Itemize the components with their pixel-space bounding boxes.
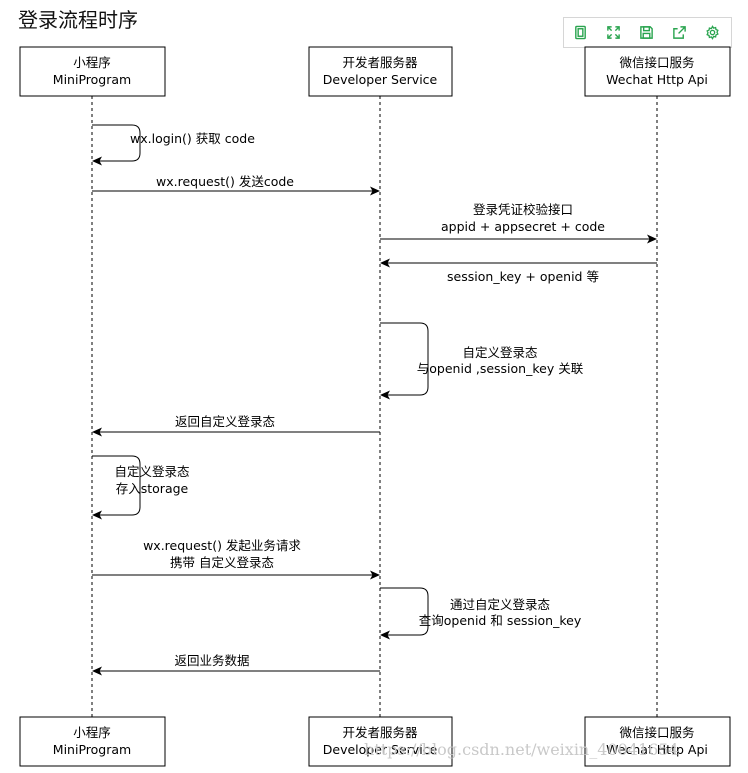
participant-name: 开发者服务器 — [342, 55, 418, 70]
participant-name-en: Developer Service — [323, 72, 438, 87]
message-label: 返回自定义登录态 — [175, 414, 275, 429]
self-message-arrow-storage — [92, 455, 141, 520]
message-label: 携带 自定义登录态 — [170, 555, 274, 570]
message-label: 自定义登录态 — [462, 345, 537, 360]
message-label: wx.request() 发送code — [156, 174, 294, 189]
message-label: 通过自定义登录态 — [450, 597, 550, 612]
message-label: 登录凭证校验接口 — [473, 202, 573, 217]
message-label: wx.request() 发起业务请求 — [143, 538, 301, 553]
message-label: 返回业务数据 — [174, 653, 249, 668]
save-icon — [640, 26, 653, 39]
message-label: 与openid ,session_key 关联 — [417, 361, 584, 376]
settings-button[interactable] — [696, 18, 729, 47]
message-label: session_key + openid 等 — [447, 269, 599, 284]
participant-name-en: Developer Service — [323, 742, 438, 757]
page-icon — [575, 25, 586, 40]
message-label: 存入storage — [116, 481, 189, 496]
participant-wechat-api-top: 微信接口服务 Wechat Http Api — [584, 46, 731, 97]
page-button[interactable] — [564, 18, 597, 47]
self-message-arrow-query — [380, 587, 429, 640]
save-button[interactable] — [630, 18, 663, 47]
page-title: 登录流程时序 — [18, 8, 138, 32]
message-label: 查询openid 和 session_key — [419, 613, 582, 628]
participant-miniprogram-top: 小程序 MiniProgram — [19, 46, 166, 97]
share-icon — [673, 26, 686, 39]
share-button[interactable] — [663, 18, 696, 47]
participant-name: 开发者服务器 — [342, 725, 418, 740]
self-message-arrow-custom-state — [380, 322, 429, 400]
participant-wechat-api-bottom: 微信接口服务 Wechat Http Api — [584, 716, 731, 767]
participant-miniprogram-bottom: 小程序 MiniProgram — [19, 716, 166, 767]
participant-name-en: Wechat Http Api — [606, 742, 708, 757]
participant-developer-service-top: 开发者服务器 Developer Service — [308, 46, 453, 97]
fullscreen-button[interactable] — [597, 18, 630, 47]
settings-icon — [706, 25, 719, 40]
participant-developer-service-bottom: 开发者服务器 Developer Service — [308, 716, 453, 767]
fullscreen-icon — [607, 26, 620, 39]
participant-name-en: MiniProgram — [53, 72, 131, 87]
message-label: 自定义登录态 — [114, 464, 189, 479]
participant-name-en: Wechat Http Api — [606, 72, 708, 87]
participant-name-en: MiniProgram — [53, 742, 131, 757]
message-label: appid + appsecret + code — [441, 219, 605, 234]
diagram-toolbar — [563, 17, 732, 48]
participant-name: 微信接口服务 — [619, 55, 694, 70]
participant-name: 小程序 — [73, 55, 111, 70]
participant-name: 微信接口服务 — [619, 725, 694, 740]
self-message-arrow-login — [92, 124, 141, 166]
message-label: wx.login() 获取 code — [130, 131, 255, 146]
participant-name: 小程序 — [73, 725, 111, 740]
